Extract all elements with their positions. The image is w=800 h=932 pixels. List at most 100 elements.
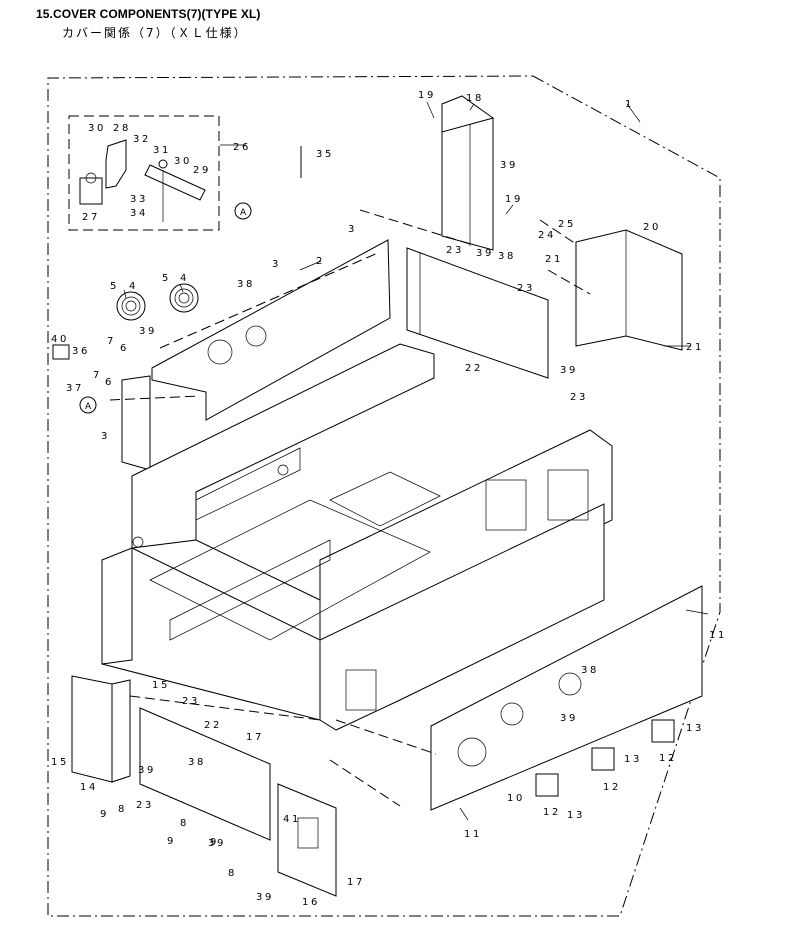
part-number-label: 18	[466, 93, 484, 104]
left-side-panel	[121, 375, 151, 471]
part-number-label: 27	[82, 212, 100, 223]
part-number-label: 3	[348, 224, 357, 235]
part-number-label: 39	[256, 892, 274, 903]
fan-grille-left	[116, 291, 146, 321]
leader-lines	[123, 101, 709, 821]
part-number-label: 17	[347, 877, 365, 888]
part-number-label: 30	[88, 123, 106, 134]
fan-grille-12b	[591, 747, 615, 771]
part-number-label: 13	[624, 754, 642, 765]
lower-door-cover	[277, 783, 337, 897]
part-number-label: 22	[204, 720, 222, 731]
part-number-label: 8	[228, 868, 237, 879]
detail-bracket-part	[79, 139, 206, 222]
inner-plate-lower	[139, 707, 271, 841]
part-number-label: 8	[180, 818, 189, 829]
part-number-label: 8	[118, 804, 127, 815]
part-number-label: 41	[283, 814, 301, 825]
part-number-label: 33	[130, 194, 148, 205]
part-number-label: 3	[272, 259, 281, 270]
part-number-label: 7	[107, 336, 116, 347]
part-number-label: 12	[603, 782, 621, 793]
side-cover-part	[575, 229, 683, 351]
part-number-label: 38	[498, 251, 516, 262]
part-number-label: 29	[193, 165, 211, 176]
part-number-label: 17	[246, 732, 264, 743]
part-number-label: 11	[709, 630, 727, 641]
part-number-label: 21	[686, 342, 704, 353]
part-number-label: 3	[101, 431, 110, 442]
part-number-label: 39	[560, 713, 578, 724]
part-number-label: 39	[560, 365, 578, 376]
part-number-label: 16	[302, 897, 320, 908]
part-number-label: 26	[233, 142, 251, 153]
callout-letter: A	[240, 208, 247, 218]
part-number-label: 2	[316, 256, 325, 267]
part-number-label: 25	[558, 219, 576, 230]
part-number-label: 13	[567, 810, 585, 821]
part-number-label: 9	[167, 836, 176, 847]
part-number-label: 14	[80, 782, 98, 793]
callout-circle-a-detail	[234, 202, 252, 220]
part-number-label: 23	[570, 392, 588, 403]
part-number-label: 4	[180, 273, 189, 284]
part-number-label: 12	[659, 753, 677, 764]
part-number-label: 15	[51, 757, 69, 768]
part-number-label: 1	[625, 99, 634, 110]
page-subtitle: カバー関係（7）（ＸＬ仕様）	[62, 26, 248, 40]
part-number-label: 40	[51, 334, 69, 345]
part-number-label: 6	[120, 343, 129, 354]
part-number-label: 10	[507, 793, 525, 804]
fan-grille-12a	[651, 719, 675, 743]
part-number-label: 5	[110, 281, 119, 292]
part-number-label: 12	[543, 807, 561, 818]
part-number-label: 30	[174, 156, 192, 167]
part-number-label: 11	[464, 829, 482, 840]
part-number-label: 5	[162, 273, 171, 284]
part-number-label: 4	[129, 281, 138, 292]
part-number-label: 15	[152, 680, 170, 691]
part-number-label: 32	[133, 134, 151, 145]
part-number-label: 23	[517, 283, 535, 294]
part-number-label: 35	[316, 149, 334, 160]
inner-plate-upper	[406, 247, 549, 379]
callout-circle-a-frame	[79, 396, 97, 414]
fan-grille-right	[169, 283, 199, 313]
part-number-label: 38	[188, 757, 206, 768]
part-number-label: 19	[418, 90, 436, 101]
lower-left-cover	[71, 675, 131, 783]
small-plate-part	[52, 344, 70, 360]
assembly-boundary	[47, 75, 721, 917]
part-number-label: 22	[465, 363, 483, 374]
page-title: 15.COVER COMPONENTS(7)(TYPE XL)	[36, 7, 261, 21]
part-number-label: 7	[93, 370, 102, 381]
callout-letter: A	[85, 402, 92, 412]
connector-lines	[109, 209, 591, 807]
part-number-label: 39	[476, 248, 494, 259]
vertical-cover-part	[441, 95, 495, 251]
part-number-label: 23	[446, 245, 464, 256]
part-number-label: 39	[500, 160, 518, 171]
front-long-cover	[430, 585, 703, 811]
part-number-label: 38	[237, 279, 255, 290]
part-number-label: 36	[72, 346, 90, 357]
part-number-label: 9	[100, 809, 109, 820]
part-number-label: 28	[113, 123, 131, 134]
main-frame	[101, 343, 613, 731]
part-number-label: 9	[210, 837, 219, 848]
part-number-label: 24	[538, 230, 556, 241]
part-number-label: 20	[643, 222, 661, 233]
fan-grille-12c	[535, 773, 559, 797]
part-number-label: 23	[136, 800, 154, 811]
part-number-label: 6	[105, 377, 114, 388]
detail-group-box	[68, 115, 220, 231]
part-number-label: 31	[153, 145, 171, 156]
part-number-label: 39	[139, 326, 157, 337]
part-number-label: 39	[208, 838, 226, 849]
part-number-label: 39	[138, 765, 156, 776]
part-number-label: 34	[130, 208, 148, 219]
part-number-label: 23	[182, 696, 200, 707]
